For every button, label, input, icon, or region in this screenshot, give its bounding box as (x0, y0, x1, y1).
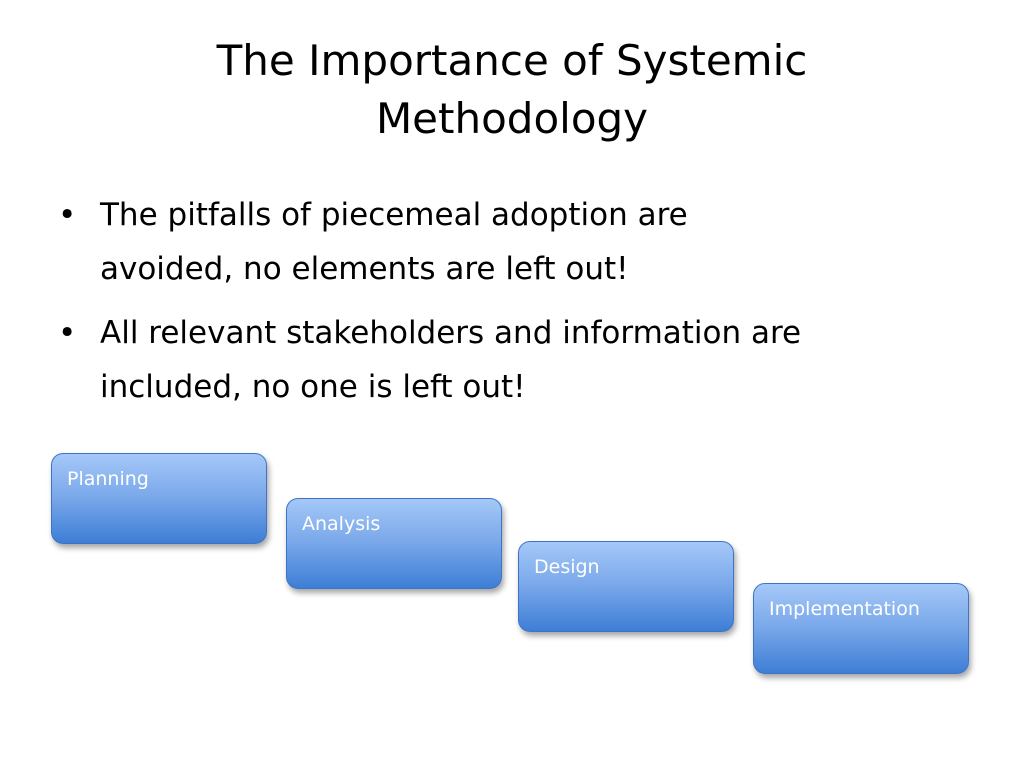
bullet-text-line-1: The pitfalls of piecemeal adoption are (100, 197, 688, 233)
slide-title-line-1: The Importance of Systemic (216, 36, 808, 85)
step-label: Design (534, 556, 600, 578)
bullet-item: • The pitfalls of piecemeal adoption are… (58, 188, 958, 296)
bullet-item: • All relevant stakeholders and informat… (58, 306, 958, 414)
step-label: Planning (67, 468, 149, 490)
slide-title-line-2: Methodology (375, 94, 649, 143)
step-implementation-box: Implementation (753, 583, 969, 674)
step-planning-box: Planning (51, 453, 267, 544)
bullet-marker: • (58, 197, 77, 233)
bullet-text-line-1: All relevant stakeholders and informatio… (100, 315, 802, 351)
step-design-box: Design (518, 541, 734, 632)
bullet-text-line-2: included, no one is left out! (100, 369, 526, 405)
step-label: Implementation (769, 598, 920, 620)
step-analysis-box: Analysis (286, 498, 502, 589)
step-label: Analysis (302, 513, 381, 535)
slide-title: The Importance of Systemic Methodology (60, 32, 964, 148)
bullet-list: • The pitfalls of piecemeal adoption are… (58, 188, 958, 424)
bullet-marker: • (58, 315, 77, 351)
bullet-text-line-2: avoided, no elements are left out! (100, 251, 629, 287)
